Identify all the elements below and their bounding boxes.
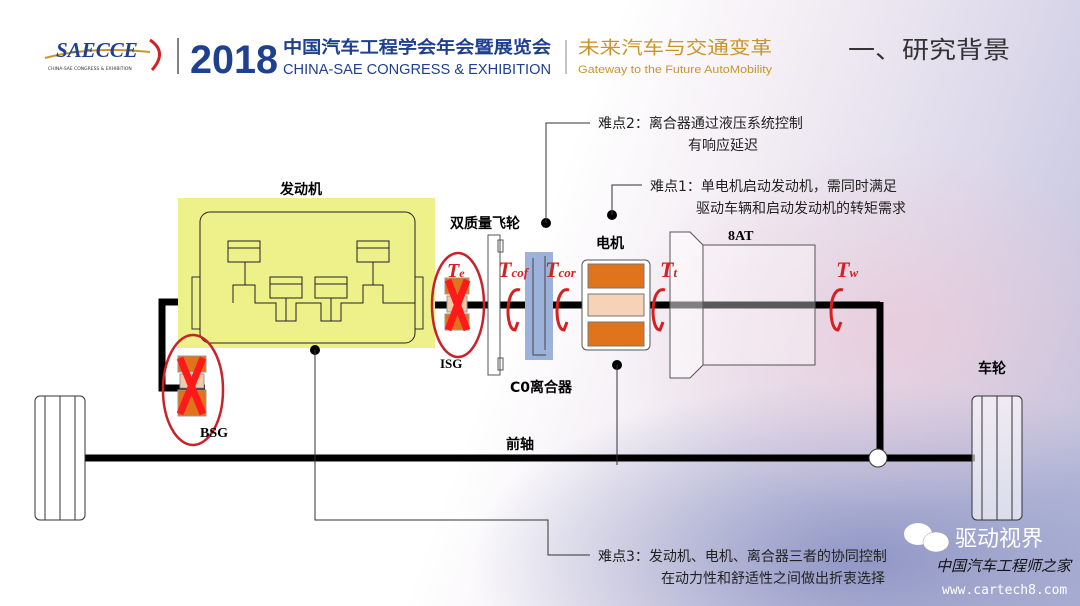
saecce-logo: SAECCE CHINA-SAE CONGRESS & EXHIBITION — [44, 38, 161, 72]
callout-1-line2: 驱动车辆和启动发动机的转矩需求 — [696, 200, 906, 217]
right-wheel — [971, 395, 1023, 521]
left-wheel — [34, 395, 86, 521]
clutch-label: C0离合器 — [510, 379, 573, 396]
slogan-en: Gateway to the Future AutoMobility — [578, 64, 773, 76]
watermark: 驱动视界 中国汽车工程师之家 www.cartech8.com — [904, 523, 1073, 598]
year: 2018 — [190, 38, 278, 82]
engine-label: 发动机 — [279, 181, 322, 198]
dual-mass-flywheel: 双质量飞轮 — [450, 215, 551, 376]
title-cn: 中国汽车工程学会年会暨展览会 — [283, 37, 551, 58]
callout-2-line2: 有响应延迟 — [688, 137, 758, 154]
front-axle-label: 前轴 — [506, 436, 534, 453]
motor-label: 电机 — [596, 235, 624, 252]
watermark-channel: 驱动视界 — [955, 527, 1043, 552]
engine: 发动机 — [178, 181, 435, 355]
transmission-8at: 8AT — [669, 229, 816, 379]
callout-3-line2: 在动力性和舒适性之间做出折衷选择 — [661, 570, 885, 587]
callout-2: 难点2：离合器通过液压系统控制 有响应延迟 — [598, 115, 803, 154]
title-en: CHINA-SAE CONGRESS & EXHIBITION — [283, 61, 551, 78]
differential-joint — [868, 448, 888, 468]
rotation-arrow-icons — [506, 288, 844, 332]
transmission-label: 8AT — [728, 229, 754, 244]
slogan-cn: 未来汽车与交通变革 — [578, 38, 772, 59]
logo-subtext: CHINA-SAE CONGRESS & EXHIBITION — [48, 66, 132, 72]
section-title: 一、研究背景 — [848, 36, 1010, 64]
callout-1-line1: 难点1：单电机启动发动机，需同时满足 — [650, 179, 897, 195]
bsg: BSG — [161, 333, 228, 447]
header: SAECCE CHINA-SAE CONGRESS & EXHIBITION 2… — [44, 36, 1010, 82]
logo-text: SAECCE — [56, 38, 138, 62]
callout-3: 难点3：发动机、电机、离合器三者的协同控制 在动力性和舒适性之间做出折衷选择 — [598, 548, 887, 587]
callout-lines — [314, 122, 642, 556]
torque-tw: Tw — [836, 257, 858, 282]
watermark-site-cn: 中国汽车工程师之家 — [936, 557, 1073, 575]
isg: ISG — [430, 251, 486, 371]
isg-label: ISG — [440, 356, 462, 371]
wheel-label: 车轮 — [978, 360, 1006, 377]
callout-3-line1: 难点3：发动机、电机、离合器三者的协同控制 — [598, 548, 887, 565]
torque-labels: Te Tcof Tcor Tt Tw — [447, 257, 858, 282]
callout-1: 难点1：单电机启动发动机，需同时满足 驱动车辆和启动发动机的转矩需求 — [650, 179, 906, 217]
dmf-label: 双质量飞轮 — [450, 215, 520, 232]
callout-2-line1: 难点2：离合器通过液压系统控制 — [598, 115, 803, 132]
watermark-url: www.cartech8.com — [942, 583, 1067, 598]
motor: 电机 — [581, 210, 651, 351]
bsg-label: BSG — [200, 426, 228, 441]
disabled-x-icon — [444, 278, 471, 332]
c0-clutch: C0离合器 — [510, 252, 622, 396]
torque-te: Te — [447, 260, 465, 282]
torque-tcor: Tcor — [545, 257, 577, 282]
torque-tt: Tt — [660, 257, 677, 282]
torque-tcof: Tcof — [498, 257, 530, 282]
disabled-x-icon — [176, 356, 207, 416]
